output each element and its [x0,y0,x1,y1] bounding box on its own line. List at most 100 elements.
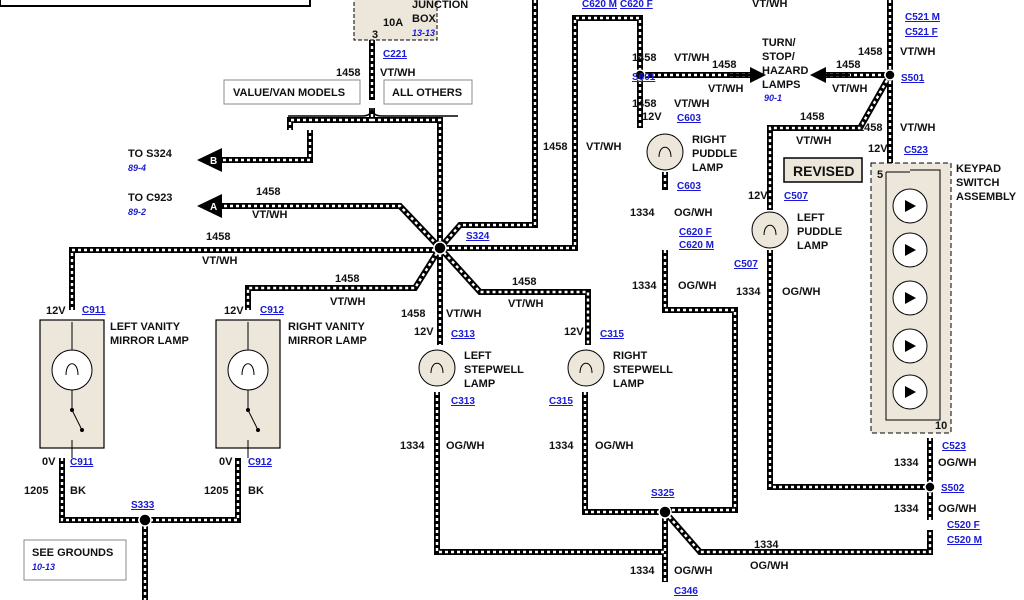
splice-s502[interactable] [924,481,936,493]
junction-box-ref[interactable]: 13-13 [412,28,435,38]
wire-segment [440,15,643,251]
wire-color-label: VT/WH [900,46,935,58]
voltage-label: 12V [564,326,584,338]
wire-segment [662,510,933,555]
see-grounds-ref[interactable]: 10-13 [32,562,55,572]
left-stepwell-label-1: LEFT [464,350,492,362]
right-puddle-label-3: LAMP [692,162,723,174]
all-others-label: ALL OTHERS [392,87,462,99]
offpage-to-c923: TO C923 [128,192,172,204]
connector-c521f[interactable]: C521 F [905,27,938,38]
left-stepwell-label-3: LAMP [464,378,495,390]
voltage-label: 12V [224,305,244,317]
wire-circuit-label: 1458 [401,308,425,320]
keypad-pin-10: 10 [935,420,947,432]
connector-c603-top[interactable]: C603 [677,113,701,124]
wire-color-label: VT/WH [832,83,867,95]
turn-label-2: STOP/ [762,51,795,63]
connector-c620f-top[interactable]: C620 F [620,0,653,10]
right-puddle-label-2: PUDDLE [692,148,737,160]
wire-segment [372,117,443,130]
left-puddle-lamp [751,211,789,249]
connector-c520m[interactable]: C520 M [947,535,982,546]
wire-color-label: VT/WH [708,83,743,95]
wire-circuit-label: 1458 [335,273,359,285]
connector-c620f[interactable]: C620 F [679,227,712,238]
splice-s501-label[interactable]: S501 [901,73,925,84]
og-wh-wires [434,172,933,582]
wire-circuit-label: 1334 [400,440,425,452]
turn-lamps-ref[interactable]: 90-1 [764,93,782,103]
wire-circuit-label: 1458 [206,231,230,243]
connector-c911-bottom[interactable]: C911 [70,457,94,468]
splice-s601[interactable] [634,69,646,81]
wire-circuit-label: 1334 [754,539,779,551]
wire-stripe [288,108,374,130]
wire-circuit-label: 1334 [632,280,657,292]
connector-c507-top[interactable]: C507 [784,191,808,202]
left-puddle-label-3: LAMP [797,240,828,252]
connector-c315-top[interactable]: C315 [600,329,624,340]
splice-s324-label[interactable]: S324 [466,231,490,242]
right-stepwell-label-1: RIGHT [613,350,648,362]
wire-segment [434,392,665,555]
wire-color-label: VT/WH [330,296,365,308]
connector-c620m[interactable]: C620 M [679,240,714,251]
junction-box-label: JUNCTION [412,0,468,11]
right-vanity-mirror-lamp [215,319,281,458]
option-bracket [288,107,458,117]
wire-circuit-label: 1205 [24,485,48,497]
voltage-label: 12V [748,190,768,202]
wire-stripe [583,392,665,514]
connector-c912-bottom[interactable]: C912 [248,457,272,468]
wire-color-label: OG/WH [782,286,821,298]
connector-c346[interactable]: C346 [674,586,698,597]
wire-circuit-label: 1334 [894,457,919,469]
connector-c221[interactable]: C221 [383,49,407,60]
wire-circuit-label: 1458 [543,141,567,153]
connector-c911-top[interactable]: C911 [82,305,106,316]
connector-c603-bottom[interactable]: C603 [677,181,701,192]
splice-s324[interactable] [433,241,447,255]
wire-color-label: VT/WH [252,209,287,221]
connector-c315-bottom[interactable]: C315 [549,396,573,407]
splice-s333-label[interactable]: S333 [131,500,155,511]
offpage-c923-ref[interactable]: 89-2 [128,207,146,217]
fuse-pin: 3 [372,29,378,41]
connector-c912-top[interactable]: C912 [260,305,284,316]
wire-group [59,0,933,600]
connector-c523-top[interactable]: C523 [904,145,928,156]
wire-stripe [664,511,932,554]
wire-color-label: VT/WH [380,67,415,79]
offpage-b-marker[interactable] [197,148,222,172]
connector-c521m[interactable]: C521 M [905,12,940,23]
wire-color-label: OG/WH [595,440,634,452]
voltage-label: 12V [868,143,888,155]
connector-c313-top[interactable]: C313 [451,329,475,340]
see-grounds-label: SEE GROUNDS [32,547,113,559]
connector-c520f[interactable]: C520 F [947,520,980,531]
value-van-label: VALUE/VAN MODELS [233,87,345,99]
offpage-a-marker[interactable] [197,194,222,218]
wire-color-label: OG/WH [678,280,717,292]
splice-s325-label[interactable]: S325 [651,488,675,499]
connector-c507-bottom[interactable]: C507 [734,259,758,270]
offpage-s324-ref[interactable]: 89-4 [128,163,146,173]
title-box [0,0,311,7]
connector-c523-bottom[interactable]: C523 [942,441,966,452]
splice-s333[interactable] [138,513,152,527]
right-puddle-lamp [646,133,684,171]
splice-s325[interactable] [658,505,672,519]
left-vanity-mirror-lamp [39,319,105,458]
wire-stripe [768,250,930,489]
wire-color-label: OG/WH [446,440,485,452]
splice-s501[interactable] [884,69,896,81]
connector-c620m-top[interactable]: C620 M [582,0,617,10]
wire-color-label: OG/WH [674,207,713,219]
splice-s601-label[interactable]: S601 [632,72,656,83]
connector-c313-bottom[interactable]: C313 [451,396,475,407]
wire-color-label: VT/WH [674,52,709,64]
splice-s502-label[interactable]: S502 [941,483,965,494]
wire-circuit-label: 1458 [712,59,736,71]
